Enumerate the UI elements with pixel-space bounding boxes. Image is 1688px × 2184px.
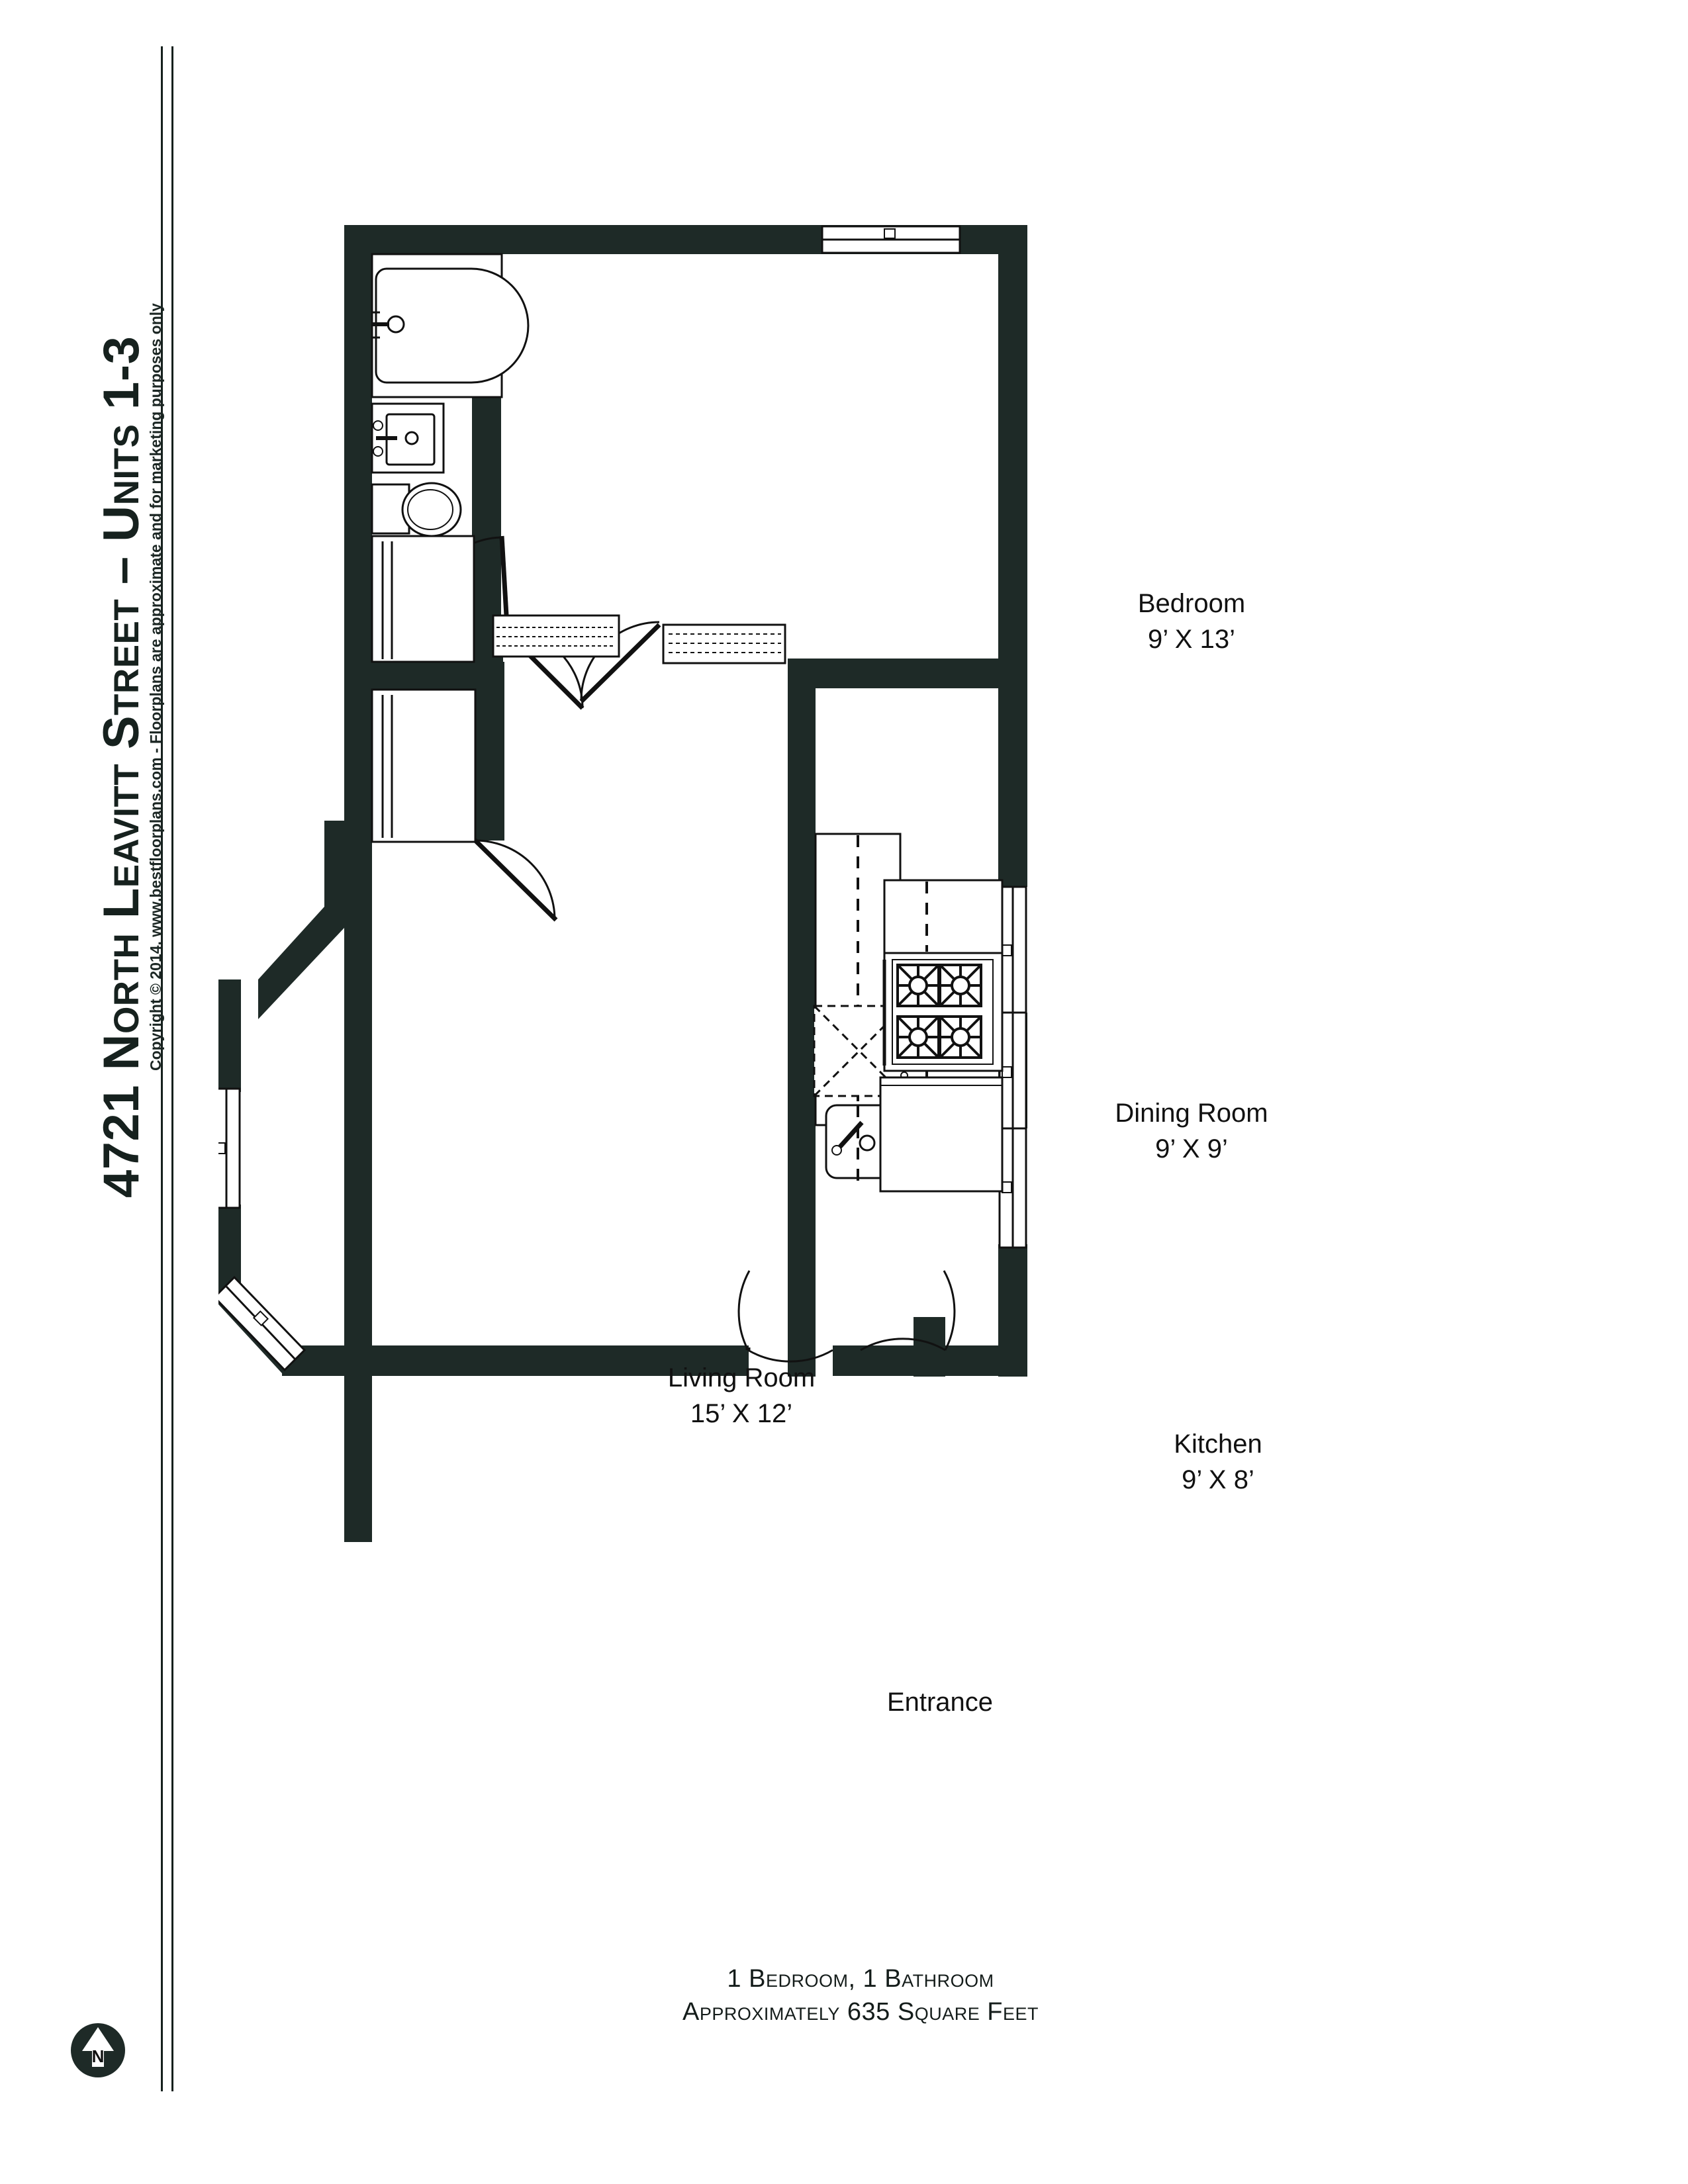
copyright-notice: Copyright © 2014. www.bestfloorplans.com… <box>147 303 164 1071</box>
room-label-bedroom: Bedroom 9’ X 13’ <box>1019 586 1364 657</box>
bathroom-fixtures <box>371 253 530 537</box>
room-dimensions-bedroom: 9’ X 13’ <box>1148 625 1235 654</box>
room-dimensions-kitchen: 9’ X 8’ <box>1182 1465 1254 1494</box>
north-arrow-icon: N <box>70 2022 126 2079</box>
summary-line-area: Approximately 635 Square Feet <box>682 1998 1039 2026</box>
room-label-living-room: Living Room 15’ X 12’ <box>569 1360 914 1432</box>
refrigerator-icon <box>879 1076 1004 1193</box>
margin-rules <box>0 0 199 2184</box>
window-east-upper <box>998 886 1027 1014</box>
window-east-lower <box>998 1127 1027 1249</box>
room-name-kitchen: Kitchen <box>1174 1430 1262 1459</box>
room-dimensions-living-room: 15’ X 12’ <box>690 1399 793 1428</box>
bathroom-sink-icon <box>371 402 445 474</box>
hall-closet-icon <box>371 688 477 843</box>
door-hall-living <box>472 837 558 922</box>
margin-rule-outer <box>161 46 163 2091</box>
door-entrance <box>737 1270 833 1363</box>
svg-text:N: N <box>92 2046 105 2066</box>
stove-range-icon <box>882 952 1004 1085</box>
bedroom-closet-icon <box>662 623 786 664</box>
window-bay-west <box>218 1087 241 1209</box>
plan-summary: 1 Bedroom, 1 Bathroom Approximately 635 … <box>397 1962 1324 2028</box>
window-bedroom-north <box>821 225 961 254</box>
windows <box>218 225 1027 1372</box>
kitchen-upper-counter-icon <box>883 879 1004 954</box>
room-label-kitchen: Kitchen 9’ X 8’ <box>1066 1426 1370 1498</box>
bathtub-icon <box>371 253 530 398</box>
room-dimensions-dining-room: 9’ X 9’ <box>1155 1134 1228 1163</box>
title-block: 4721 North Leavitt Street – Units 1-3 Co… <box>0 0 165 1324</box>
closet-icon <box>371 535 475 663</box>
door-kitchen <box>860 1270 956 1351</box>
entrance-text: Entrance <box>886 1688 994 1717</box>
entrance-label: Entrance <box>755 1684 1125 1720</box>
room-name-bedroom: Bedroom <box>1137 589 1246 618</box>
toilet-icon <box>371 482 462 537</box>
page-title: 4721 North Leavitt Street – Units 1-3 <box>93 336 150 1198</box>
margin-rule-inner <box>171 46 173 2091</box>
window-bay-southwest <box>218 1275 306 1372</box>
room-name-living-room: Living Room <box>667 1363 816 1392</box>
floor-plan-drawing <box>218 225 1476 1780</box>
room-name-dining-room: Dining Room <box>1115 1099 1268 1128</box>
kitchen-fixtures <box>813 833 1004 1193</box>
radiator-icon <box>492 614 620 658</box>
summary-line-rooms: 1 Bedroom, 1 Bathroom <box>727 1965 994 1993</box>
room-label-dining-room: Dining Room 9’ X 9’ <box>1019 1095 1364 1167</box>
misc-fixtures <box>371 535 620 843</box>
